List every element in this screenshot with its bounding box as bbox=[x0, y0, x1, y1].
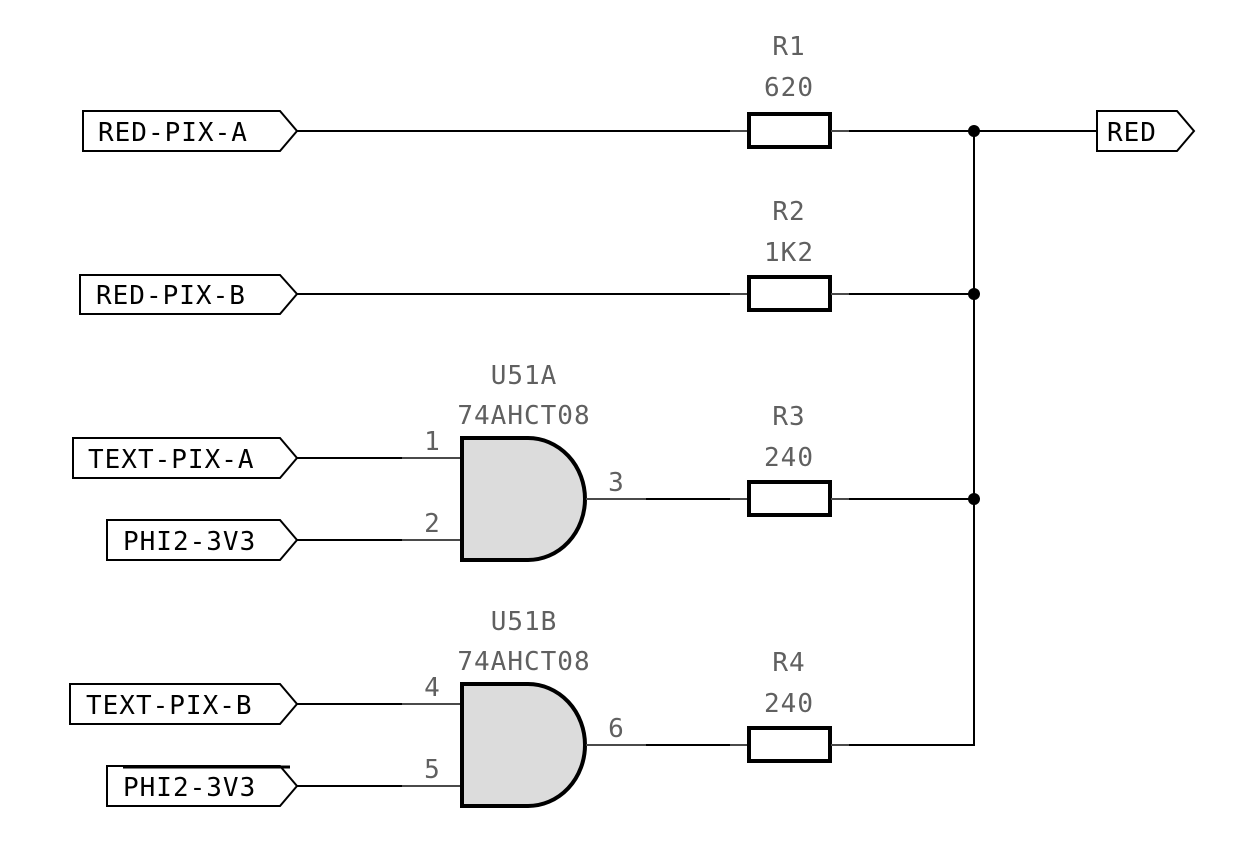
and-gate-u51a[interactable]: U51A 74AHCT08 1 2 3 bbox=[424, 361, 624, 562]
junction-dot bbox=[968, 288, 980, 300]
net-label-red[interactable]: RED bbox=[1096, 110, 1196, 152]
pin-number: 5 bbox=[424, 755, 440, 785]
net-label-text: RED-PIX-A bbox=[98, 118, 248, 148]
gate-part-number: 74AHCT08 bbox=[457, 647, 590, 677]
resistor-value: 620 bbox=[764, 73, 814, 103]
gate-reference: U51B bbox=[491, 607, 558, 637]
resistor-r2[interactable]: R2 1K2 bbox=[747, 197, 832, 312]
net-label-text: PHI2-3V3 bbox=[123, 773, 256, 803]
and-gate-body[interactable] bbox=[460, 682, 587, 808]
resistor-r3[interactable]: R3 240 bbox=[747, 402, 832, 517]
gate-reference: U51A bbox=[491, 361, 558, 391]
junction-dot bbox=[968, 493, 980, 505]
gate-part-number: 74AHCT08 bbox=[457, 401, 590, 431]
net-label-text: RED-PIX-B bbox=[96, 281, 246, 311]
resistor-value: 240 bbox=[764, 443, 814, 473]
resistor-value: 240 bbox=[764, 689, 814, 719]
resistor-reference: R3 bbox=[772, 402, 805, 432]
net-label-phi2-3v3-b[interactable]: PHI2-3V3 bbox=[106, 765, 299, 807]
resistor-body[interactable] bbox=[747, 275, 832, 312]
resistor-body[interactable] bbox=[747, 726, 832, 763]
net-label-text: PHI2-3V3 bbox=[123, 527, 256, 557]
junction-dot bbox=[968, 125, 980, 137]
net-label-red-pix-b[interactable]: RED-PIX-B bbox=[79, 274, 299, 315]
resistor-r4[interactable]: R4 240 bbox=[747, 648, 832, 763]
net-label-text-pix-a[interactable]: TEXT-PIX-A bbox=[72, 437, 299, 479]
net-label-red-pix-a[interactable]: RED-PIX-A bbox=[82, 110, 299, 152]
net-label-phi2-3v3-a[interactable]: PHI2-3V3 bbox=[106, 519, 299, 561]
pin-number: 1 bbox=[424, 427, 440, 457]
resistor-reference: R4 bbox=[772, 648, 805, 678]
pin-number: 6 bbox=[608, 714, 624, 744]
resistor-value: 1K2 bbox=[764, 238, 814, 268]
resistor-reference: R2 bbox=[772, 197, 805, 227]
resistor-body[interactable] bbox=[747, 112, 832, 149]
resistor-reference: R1 bbox=[772, 32, 805, 62]
pin-number: 3 bbox=[608, 468, 624, 498]
pin-number: 2 bbox=[424, 509, 440, 539]
and-gate-u51b[interactable]: U51B 74AHCT08 4 5 6 bbox=[424, 607, 624, 808]
and-gate-body[interactable] bbox=[460, 436, 587, 562]
net-label-text: RED bbox=[1107, 118, 1157, 148]
resistor-body[interactable] bbox=[747, 480, 832, 517]
net-label-text: TEXT-PIX-B bbox=[86, 691, 253, 721]
net-label-text-pix-b[interactable]: TEXT-PIX-B bbox=[69, 683, 299, 725]
net-label-text: TEXT-PIX-A bbox=[88, 445, 255, 475]
pin-number: 4 bbox=[424, 673, 440, 703]
resistor-r1[interactable]: R1 620 bbox=[747, 32, 832, 149]
